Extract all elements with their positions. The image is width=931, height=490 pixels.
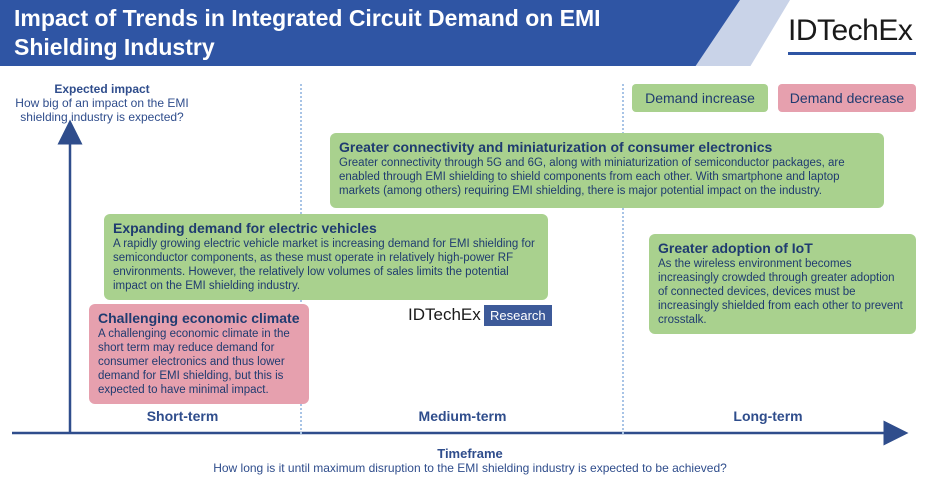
header-banner: Impact of Trends in Integrated Circuit D…	[0, 0, 931, 66]
trend-text: As the wireless environment becomes incr…	[658, 258, 903, 326]
header-bar	[0, 0, 740, 66]
legend-demand-decrease: Demand decrease	[778, 84, 916, 112]
page-title: Impact of Trends in Integrated Circuit D…	[14, 5, 601, 60]
trend-heading: Expanding demand for electric vehicles	[113, 220, 377, 236]
y-axis-subtitle: How big of an impact on the EMI shieldin…	[15, 96, 189, 124]
watermark-brand: IDTechEx	[408, 305, 481, 324]
period-long-term: Long-term	[733, 408, 803, 424]
trend-heading: Challenging economic climate	[98, 310, 300, 326]
trend-connectivity: Greater connectivity and miniaturization…	[330, 133, 884, 208]
x-axis-label: Timeframe How long is it until maximum d…	[160, 446, 780, 476]
trend-iot: Greater adoption of IoT As the wireless …	[649, 234, 916, 334]
trend-text: Greater connectivity through 5G and 6G, …	[339, 157, 845, 197]
trend-text: A rapidly growing electric vehicle marke…	[113, 238, 535, 292]
trend-text: A challenging economic climate in the sh…	[98, 328, 290, 396]
trend-heading: Greater adoption of IoT	[658, 240, 813, 256]
logo-underline	[788, 52, 916, 55]
period-medium-term: Medium-term	[418, 408, 507, 424]
x-axis-subtitle: How long is it until maximum disruption …	[213, 461, 727, 475]
trend-economic-climate: Challenging economic climate A challengi…	[89, 304, 309, 404]
trend-heading: Greater connectivity and miniaturization…	[339, 139, 773, 155]
y-axis-title: Expected impact	[54, 82, 150, 96]
trend-electric-vehicles: Expanding demand for electric vehicles A…	[104, 214, 548, 300]
watermark-tag: Research	[484, 305, 552, 326]
x-axis-title: Timeframe	[437, 446, 503, 461]
period-short-term: Short-term	[146, 408, 219, 424]
y-axis-label: Expected impact How big of an impact on …	[8, 82, 196, 124]
legend-demand-increase: Demand increase	[632, 84, 768, 112]
idtechex-logo: IDTechEx	[788, 14, 913, 47]
period-separator-2	[622, 84, 624, 434]
